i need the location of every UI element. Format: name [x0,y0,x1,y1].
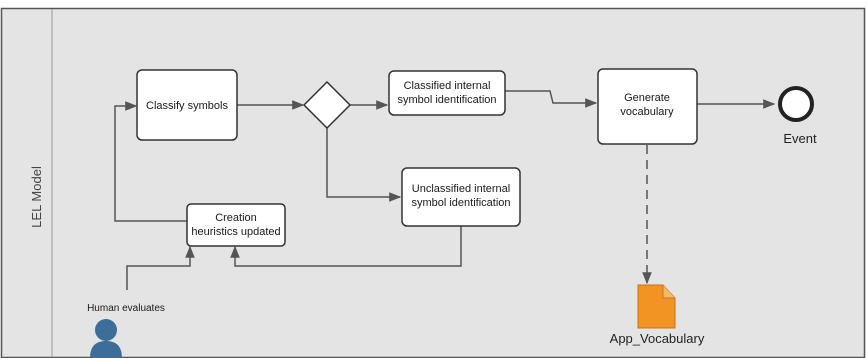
flow-classified-to-generate [505,90,598,108]
document-icon[interactable] [637,284,676,329]
task-unclassified-line-2: symbol identification [411,197,510,209]
task-classify-label: Classify symbols [146,100,228,112]
task-generate-line-1: Generate [624,92,670,104]
task-generate-vocabulary[interactable]: Generate vocabulary [597,68,698,145]
lane-label: LEL Model [29,166,44,228]
person-icon [90,319,122,358]
task-classified-line-2: symbol identification [397,94,496,106]
task-unclassified-line-1: Unclassified internal [412,183,510,195]
flow-unclassified-to-creation [230,226,462,267]
flow-human-to-creation [126,245,195,290]
flow-gateway-to-unclassified [326,128,402,202]
task-generate-line-2: vocabulary [620,106,674,118]
end-event-label: Event [783,131,817,146]
task-unclassified-identification[interactable]: Unclassified internal symbol identificat… [401,167,521,227]
task-classify-symbols[interactable]: Classify symbols [136,69,238,141]
flow-creation-to-classify [114,101,187,222]
task-creation-heuristics[interactable]: Creation heuristics updated [186,203,286,247]
gateway[interactable] [302,80,352,130]
artifact-label: App_Vocabulary [610,331,705,346]
task-creation-line-2: heuristics updated [191,226,280,238]
end-event[interactable] [778,86,814,122]
actor-label: Human evaluates [87,303,165,314]
task-creation-line-1: Creation [215,212,257,224]
task-classified-identification[interactable]: Classified internal symbol identificatio… [388,70,506,116]
task-classified-line-1: Classified internal [404,80,491,92]
